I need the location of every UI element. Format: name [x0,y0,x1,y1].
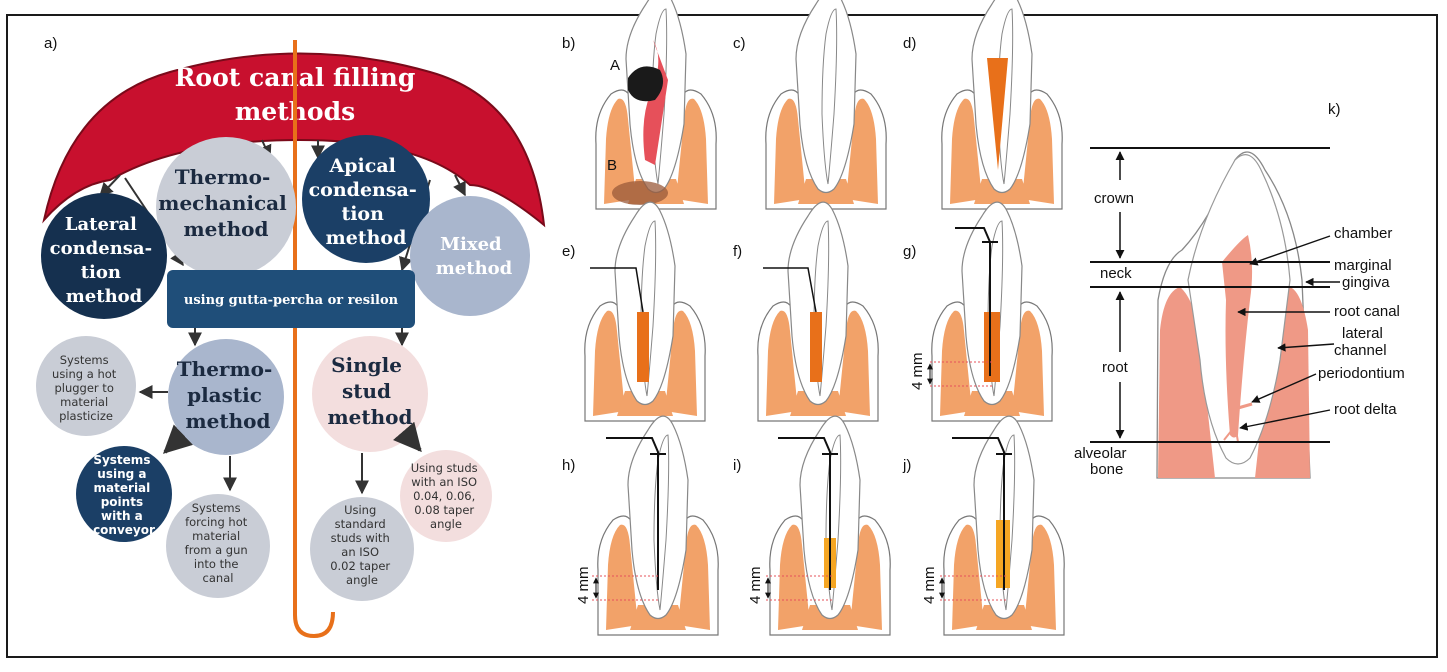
crown-label: crown [1094,190,1134,207]
channel-label: channel [1334,342,1387,359]
panel-g: g) 4 mm [903,201,1053,422]
neck-label: neck [1100,265,1132,282]
root-label: root [1102,359,1129,376]
svg-text:Thermo- plastic: Thermo- plastic method [177,357,279,433]
bone-label: bone [1090,461,1123,478]
svg-text:Thermo- mechanical: Thermo- mechanical method [158,165,293,241]
gingiva-label: gingiva [1342,274,1390,291]
svg-text:Lateral condensa-: Lateral condensa- tion method [50,214,159,307]
g-measure: 4 mm [909,353,926,391]
infected-canal [643,40,668,165]
root-delta-label: root delta [1334,401,1397,418]
banner-text: using gutta-percha or resilon [184,293,399,308]
panel-a-label: a) [44,35,57,52]
panel-b: b) A B [562,0,717,210]
panel-e: e) [562,201,706,422]
root-canal-label: root canal [1334,303,1400,320]
j-measure: 4 mm [921,567,938,605]
svg-text:Systems forcing hot: Systems forcing hot material from a gun … [185,501,252,585]
circle-thermoplastic: Thermo- plastic method [168,339,284,455]
circle-apical-condensation: Apical condensa- tion method [302,135,430,263]
label-b: B [607,157,617,174]
circle-thermo-mechanical: Thermo- mechanical method [156,137,296,277]
svg-text:Systems using a: Systems using a material points with a c… [93,453,155,537]
alveolar-label: alveolar [1074,445,1127,462]
panel-i: i) 4 mm [733,415,891,636]
circle-hot-plugger: Systems using a hot plugger to material … [36,336,136,436]
gutta-percha-banner [167,270,415,328]
chamber-label: chamber [1334,225,1392,242]
circle-conveyor: Systems using a material points with a c… [76,446,172,542]
svg-text:Mixed method: Mixed method [436,234,513,279]
caries-lesion [628,66,664,102]
panel-i-label: i) [733,457,741,474]
panel-k-label: k) [1328,101,1341,118]
circle-standard-studs: Using standard studs with an ISO 0.02 ta… [310,497,414,601]
panel-d: d) [903,0,1063,210]
svg-text:Systems using a hot: Systems using a hot plugger to material … [52,353,120,423]
svg-text:Apical condensa-: Apical condensa- tion method [309,155,424,249]
circle-single-stud: Single stud method [312,336,428,452]
circle-mixed-method: Mixed method [410,196,530,316]
marginal-label: marginal [1334,257,1392,274]
panel-c-label: c) [733,35,746,52]
panel-f: f) [733,201,879,422]
circle-iso-studs: Using studs with an ISO 0.04, 0.06, 0.08… [400,450,492,542]
panel-g-label: g) [903,243,916,260]
panel-j: j) 4 mm [902,415,1065,636]
svg-text:Single stud me: Single stud method [328,353,413,429]
circle-lateral-condensation: Lateral condensa- tion method [41,193,167,319]
panel-b-label: b) [562,35,575,52]
svg-text:Using standard: Using standard studs with an ISO 0.02 ta… [330,503,394,587]
i-measure: 4 mm [747,567,764,605]
panel-h: h) 4 mm [562,415,719,636]
panel-e-label: e) [562,243,575,260]
prepared-canal-fill [987,58,1008,170]
panel-c: c) [733,0,887,210]
periodontium-label: periodontium [1318,365,1405,382]
anatomy-bone-left [1158,287,1215,478]
panel-h-label: h) [562,457,575,474]
lateral-label: lateral [1342,325,1383,342]
panel-d-label: d) [903,35,916,52]
anatomy-bone-right [1255,287,1310,478]
circle-gun: Systems forcing hot material from a gun … [166,494,270,598]
panel-f-label: f) [733,243,742,260]
umbrella-handle [293,40,335,639]
svg-text:Using studs with an IS: Using studs with an ISO 0.04, 0.06, 0.08… [411,461,482,531]
panel-j-label: j) [902,457,911,474]
anatomy-canal [1222,235,1253,438]
label-a: A [610,57,620,74]
panel-k: k) crown neck root alveolar bone chamber… [1074,101,1405,479]
periapical-lesion [612,181,668,205]
panel-a: a) Root canal filling methods Thermo- me… [36,35,546,639]
h-measure: 4 mm [575,567,592,605]
